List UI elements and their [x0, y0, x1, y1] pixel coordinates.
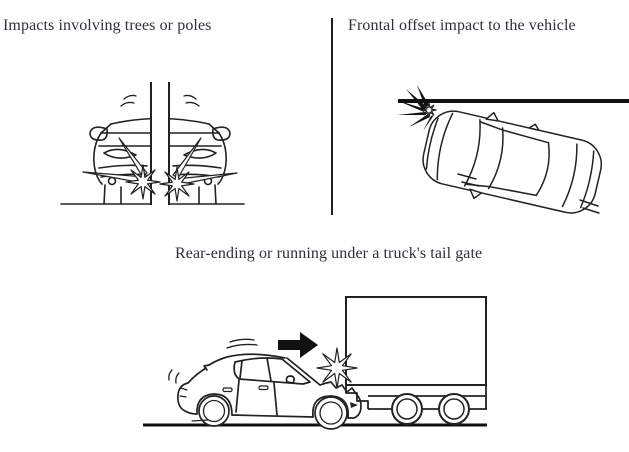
shake-mark	[185, 101, 200, 107]
car-top-view	[422, 110, 603, 214]
right-headlight	[183, 148, 217, 159]
windshield	[463, 118, 481, 187]
pole-body	[152, 82, 168, 205]
side-windows	[233, 357, 311, 385]
shake-mark	[120, 101, 135, 107]
truck-underride-illustration	[143, 296, 487, 430]
windshield	[286, 357, 321, 386]
shake-mark	[168, 369, 173, 381]
shake-mark	[123, 94, 137, 100]
door-handle	[258, 385, 269, 391]
direction-arrow	[278, 332, 318, 358]
shake-mark	[175, 372, 180, 384]
door-handle	[222, 387, 233, 393]
truck-box	[345, 296, 487, 386]
caption-frontal-offset: Frontal offset impact to the vehicle	[348, 17, 576, 34]
car-side-view	[168, 338, 362, 430]
left-mirror	[469, 188, 483, 200]
tailgate-steps	[345, 385, 369, 409]
shake-mark	[183, 94, 197, 100]
impact-burst	[82, 137, 238, 202]
antenna-fin	[528, 123, 540, 132]
left-headlight	[103, 148, 137, 159]
rear-bumper	[177, 382, 198, 415]
impact-burst	[396, 85, 437, 131]
shake-mark	[229, 338, 255, 343]
truck	[345, 296, 487, 425]
crumpled-hood	[319, 381, 358, 396]
roof	[208, 353, 286, 366]
left-mirror	[89, 126, 108, 141]
side-mirror	[285, 375, 295, 384]
offset-impact-illustration	[396, 85, 629, 214]
tow-hook	[350, 402, 358, 408]
right-mirror	[212, 126, 231, 141]
column-divider	[331, 18, 333, 215]
right-mirror	[485, 111, 499, 122]
pole-impact-illustration	[60, 82, 245, 205]
motion-marks	[457, 173, 600, 214]
rear-window	[535, 141, 550, 197]
front-bumper	[347, 394, 362, 419]
caption-pole-impact: Impacts involving trees or poles	[3, 17, 212, 34]
shake-mark	[226, 343, 258, 349]
left-foglight	[107, 176, 117, 186]
impact-burst	[316, 347, 358, 389]
caption-truck-underride: Rear-ending or running under a truck's t…	[175, 245, 483, 262]
